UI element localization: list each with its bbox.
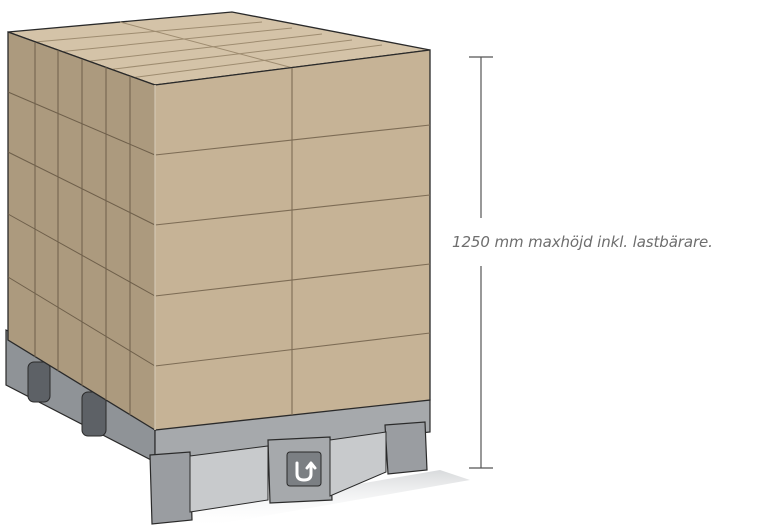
pallet-foot-left	[149, 451, 193, 525]
pallet-side-cutout-2	[81, 391, 107, 437]
stack-top-seams	[34, 21, 383, 79]
height-dimension-line	[469, 56, 493, 469]
pallet-opening-right	[329, 431, 387, 497]
box-stack	[7, 11, 431, 432]
rotate-arrow-icon	[295, 461, 317, 482]
stack-side-row-seams	[7, 91, 156, 367]
pallet-label-plate	[286, 451, 322, 487]
pallet-foot-right	[384, 421, 428, 475]
height-annotation-label: 1250 mm maxhöjd inkl. lastbärare.	[452, 233, 713, 251]
pallet	[5, 329, 431, 525]
pallet-opening-left	[189, 445, 269, 513]
pallet-side-cutout-1	[27, 361, 51, 403]
stack-side-column-seams	[34, 42, 131, 415]
stack-front-row-seams	[154, 124, 431, 367]
